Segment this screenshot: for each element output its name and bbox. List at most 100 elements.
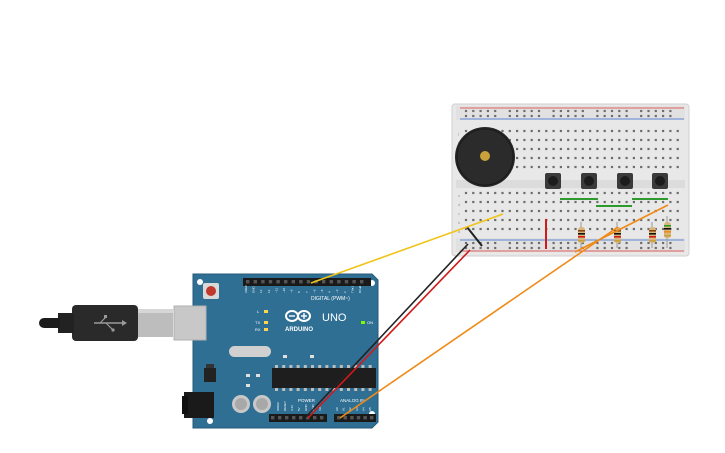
breadboard-hole[interactable] xyxy=(530,209,533,213)
breadboard-hole[interactable] xyxy=(654,218,657,222)
header-socket[interactable] xyxy=(306,280,311,284)
breadboard-hole[interactable] xyxy=(552,218,555,222)
breadboard-hole[interactable] xyxy=(537,165,541,169)
breadboard-hole[interactable] xyxy=(559,129,562,133)
rail-hole[interactable] xyxy=(574,114,577,118)
breadboard-hole[interactable] xyxy=(479,209,482,213)
breadboard-hole[interactable] xyxy=(559,138,562,142)
breadboard-hole[interactable] xyxy=(545,129,548,133)
breadboard-hole[interactable] xyxy=(545,138,548,142)
breadboard-hole[interactable] xyxy=(472,209,475,213)
breadboard-hole[interactable] xyxy=(618,138,621,142)
rail-hole[interactable] xyxy=(574,246,577,250)
breadboard-hole[interactable] xyxy=(676,138,679,142)
breadboard-hole[interactable] xyxy=(625,227,628,231)
breadboard-hole[interactable] xyxy=(537,129,541,133)
breadboard-hole[interactable] xyxy=(501,191,504,195)
rail-hole[interactable] xyxy=(581,109,584,113)
breadboard-hole[interactable] xyxy=(581,200,584,204)
breadboard-hole[interactable] xyxy=(581,209,584,213)
breadboard-hole[interactable] xyxy=(662,147,665,151)
breadboard-hole[interactable] xyxy=(640,191,643,195)
breadboard-hole[interactable] xyxy=(603,218,606,222)
rail-hole[interactable] xyxy=(654,241,657,245)
breadboard-hole[interactable] xyxy=(552,129,555,133)
breadboard-hole[interactable] xyxy=(603,138,606,142)
rail-hole[interactable] xyxy=(464,241,468,245)
rail-hole[interactable] xyxy=(567,241,570,245)
rail-hole[interactable] xyxy=(567,114,570,118)
rail-hole[interactable] xyxy=(494,109,497,113)
rail-hole[interactable] xyxy=(486,109,489,113)
rail-hole[interactable] xyxy=(647,114,650,118)
breadboard-hole[interactable] xyxy=(662,165,665,169)
power-header[interactable] xyxy=(269,414,327,422)
header-socket[interactable] xyxy=(291,280,295,284)
breadboard-hole[interactable] xyxy=(552,227,555,231)
breadboard-hole[interactable] xyxy=(581,191,584,195)
breadboard-hole[interactable] xyxy=(610,156,614,160)
breadboard-hole[interactable] xyxy=(472,218,475,222)
breadboard-hole[interactable] xyxy=(559,191,562,195)
rail-hole[interactable] xyxy=(647,241,650,245)
rail-hole[interactable] xyxy=(516,241,519,245)
breadboard-hole[interactable] xyxy=(662,138,665,142)
breadboard-hole[interactable] xyxy=(589,209,592,213)
breadboard-hole[interactable] xyxy=(581,156,584,160)
breadboard-hole[interactable] xyxy=(523,147,526,151)
breadboard-hole[interactable] xyxy=(574,200,577,204)
breadboard-hole[interactable] xyxy=(574,209,577,213)
breadboard-hole[interactable] xyxy=(523,156,526,160)
rail-hole[interactable] xyxy=(603,114,606,118)
header-socket[interactable] xyxy=(284,280,288,284)
breadboard-hole[interactable] xyxy=(516,200,519,204)
breadboard-hole[interactable] xyxy=(567,156,570,160)
breadboard-hole[interactable] xyxy=(508,129,511,133)
breadboard-hole[interactable] xyxy=(632,209,635,213)
header-socket[interactable] xyxy=(337,416,341,420)
rail-hole[interactable] xyxy=(472,246,475,250)
breadboard-hole[interactable] xyxy=(552,156,555,160)
breadboard-hole[interactable] xyxy=(530,165,533,169)
breadboard-hole[interactable] xyxy=(494,218,497,222)
breadboard-hole[interactable] xyxy=(603,200,606,204)
breadboard-hole[interactable] xyxy=(610,165,614,169)
breadboard-hole[interactable] xyxy=(508,227,511,231)
pushbutton-2[interactable] xyxy=(581,173,597,189)
breadboard-hole[interactable] xyxy=(567,209,570,213)
breadboard-hole[interactable] xyxy=(676,156,679,160)
rail-hole[interactable] xyxy=(472,114,475,118)
rail-hole[interactable] xyxy=(523,109,526,113)
breadboard-hole[interactable] xyxy=(632,129,635,133)
breadboard-hole[interactable] xyxy=(516,156,519,160)
breadboard-hole[interactable] xyxy=(486,227,489,231)
rail-hole[interactable] xyxy=(574,109,577,113)
breadboard-hole[interactable] xyxy=(669,165,672,169)
breadboard-hole[interactable] xyxy=(610,227,614,231)
header-socket[interactable] xyxy=(356,416,361,420)
breadboard-hole[interactable] xyxy=(632,147,635,151)
breadboard-hole[interactable] xyxy=(523,165,526,169)
breadboard-hole[interactable] xyxy=(537,191,541,195)
header-socket[interactable] xyxy=(360,280,364,284)
breadboard-hole[interactable] xyxy=(472,200,475,204)
breadboard-hole[interactable] xyxy=(596,147,599,151)
breadboard-hole[interactable] xyxy=(545,209,548,213)
rail-hole[interactable] xyxy=(559,246,562,250)
breadboard-hole[interactable] xyxy=(596,209,599,213)
breadboard-hole[interactable] xyxy=(618,165,621,169)
breadboard-hole[interactable] xyxy=(603,191,606,195)
breadboard-hole[interactable] xyxy=(647,156,650,160)
breadboard-hole[interactable] xyxy=(669,209,672,213)
breadboard-hole[interactable] xyxy=(508,218,511,222)
breadboard-hole[interactable] xyxy=(676,147,679,151)
breadboard-hole[interactable] xyxy=(464,218,468,222)
rail-hole[interactable] xyxy=(669,246,672,250)
breadboard-hole[interactable] xyxy=(567,138,570,142)
rail-hole[interactable] xyxy=(486,241,489,245)
orange-wire[interactable] xyxy=(339,226,619,419)
header-socket[interactable] xyxy=(292,416,296,420)
breadboard-hole[interactable] xyxy=(610,191,614,195)
breadboard-hole[interactable] xyxy=(494,209,497,213)
breadboard-hole[interactable] xyxy=(654,200,657,204)
